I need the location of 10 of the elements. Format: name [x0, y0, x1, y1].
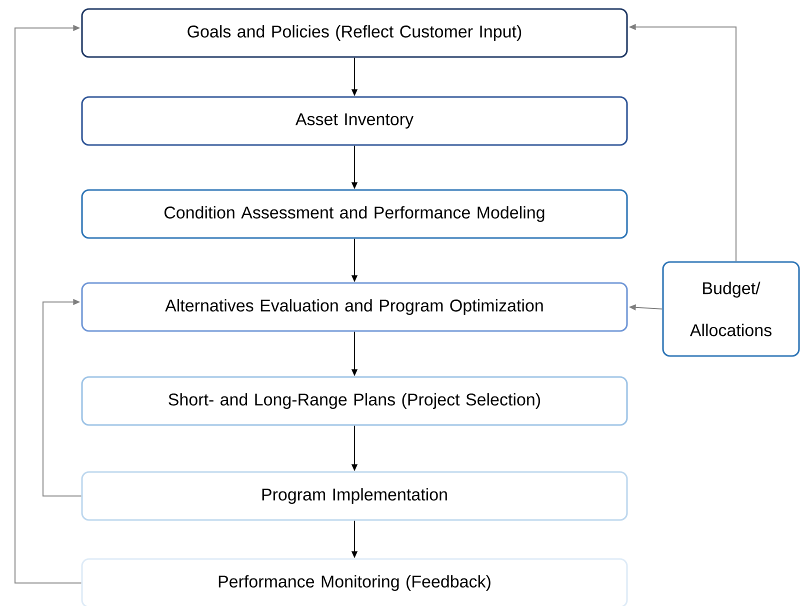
process-box: Asset Inventory: [81, 96, 628, 146]
process-box: Condition Assessment and Performance Modeling: [81, 189, 628, 239]
process-box: Performance Monitoring (Feedback): [81, 558, 628, 606]
process-box: Goals and Policies (Reflect Customer Input): [81, 8, 628, 58]
arrow: [14, 24, 82, 584]
budget-box: Budget/ Allocations: [662, 261, 800, 357]
process-box: Alternatives Evaluation and Program Optimization: [81, 282, 628, 332]
process-box: Program Implementation: [81, 471, 628, 521]
process-box: Short- and Long-Range Plans (Project Selection): [81, 376, 628, 426]
arrow: [42, 298, 82, 496]
